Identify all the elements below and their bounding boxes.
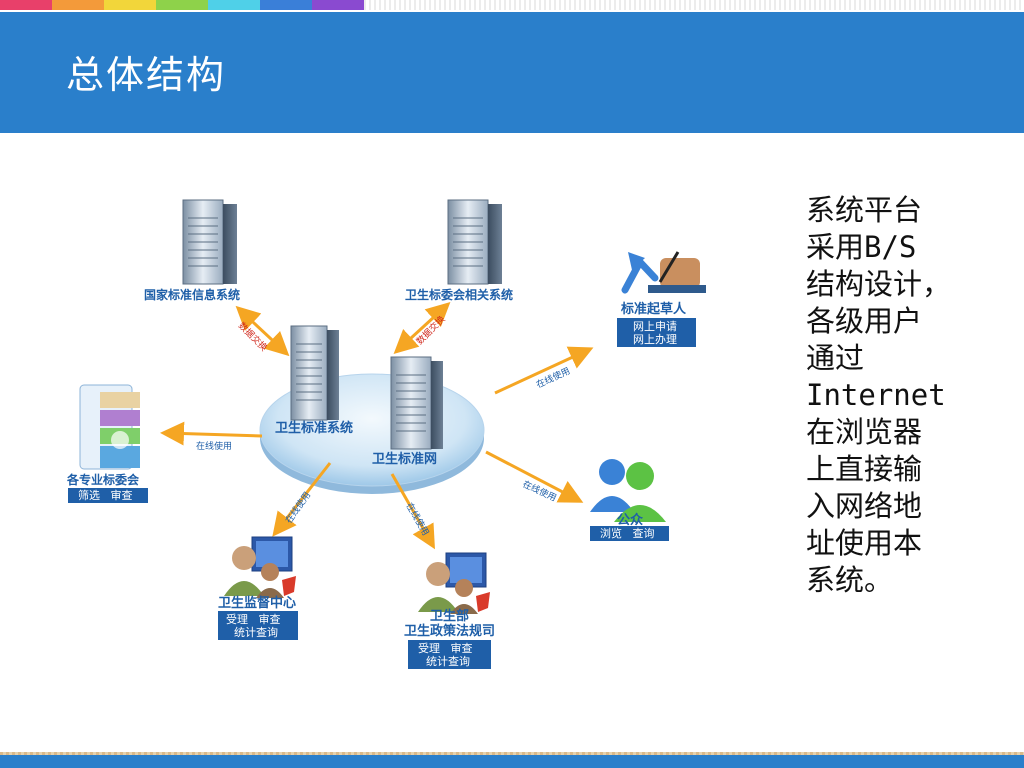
ministry-staff-icon — [418, 552, 490, 614]
description-line: 上直接输 — [806, 452, 923, 486]
svg-text:受理 审查: 受理 审查 — [418, 641, 473, 655]
strip-segment — [312, 0, 364, 10]
ministry-info-box: 受理 审查 统计查询 — [408, 640, 491, 669]
footer-bar — [0, 752, 1024, 768]
center-left-label: 卫生标准系统 — [275, 420, 353, 436]
public-label: 公众 — [617, 512, 643, 528]
svg-text:统计查询: 统计查询 — [234, 625, 278, 639]
header-banner — [0, 12, 1024, 133]
server-icon — [182, 199, 237, 285]
svg-text:网上申请: 网上申请 — [633, 320, 677, 333]
svg-text:受理 审查: 受理 审查 — [226, 612, 281, 626]
description-line: 系统平台 — [806, 193, 923, 227]
description-line: 址使用本 — [806, 526, 923, 560]
drafter-icon — [621, 251, 706, 294]
strip-segment — [156, 0, 208, 10]
svg-text:在线使用: 在线使用 — [196, 440, 232, 452]
strip-segment — [104, 0, 156, 10]
description-line: Internet — [806, 378, 946, 412]
committee-members-icon — [79, 384, 140, 470]
professional-info-box: 筛选 审查 — [68, 488, 148, 503]
national-system-label: 国家标准信息系统 — [144, 287, 240, 302]
svg-text:在线使用: 在线使用 — [283, 489, 313, 525]
svg-text:筛选 审查: 筛选 审查 — [78, 488, 133, 502]
strip-segment — [0, 0, 52, 10]
server-icon — [290, 325, 339, 421]
exchange-arrow-left: 数据交换 — [235, 305, 290, 357]
svg-text:在线使用: 在线使用 — [521, 478, 559, 504]
strip-segment — [364, 0, 1024, 10]
description-line: 在浏览器 — [806, 415, 923, 449]
strip-segment — [52, 0, 104, 10]
public-info-box: 浏览 查询 — [590, 526, 669, 541]
slide-title: 总体结构 — [66, 53, 227, 97]
professional-committee-label: 各专业标委会 — [66, 472, 140, 487]
supervision-label: 卫生监督中心 — [218, 595, 296, 611]
description-line: 采用B/S — [806, 230, 917, 264]
online-arrow-drafter: 在线使用 — [494, 346, 594, 395]
svg-text:统计查询: 统计查询 — [426, 654, 470, 668]
svg-text:在线使用: 在线使用 — [534, 365, 572, 391]
committee-system-label: 卫生标委会相关系统 — [405, 287, 513, 302]
svg-text:网上办理: 网上办理 — [633, 333, 677, 346]
footer-stripe — [0, 752, 1024, 755]
supervision-staff-icon — [224, 536, 296, 598]
description-line: 通过 — [806, 341, 865, 375]
svg-text:在线使用: 在线使用 — [403, 501, 431, 538]
strip-segment — [208, 0, 260, 10]
online-arrow-public: 在线使用 — [485, 450, 584, 504]
top-color-strip — [0, 0, 1024, 10]
public-users-icon — [590, 459, 666, 522]
supervision-info-box: 受理 审查 统计查询 — [218, 611, 298, 640]
strip-segment — [260, 0, 312, 10]
drafter-label: 标准起草人 — [620, 301, 687, 317]
description-line: 各级用户 — [806, 304, 923, 338]
description-line: 结构设计， — [806, 267, 952, 301]
ministry-label: 卫生部 — [430, 608, 469, 624]
drafter-info-box: 网上申请 网上办理 — [617, 318, 696, 347]
exchange-arrow-right: 数据交换 — [393, 301, 451, 355]
ministry-department-label: 卫生政策法规司 — [404, 623, 495, 639]
server-icon — [447, 199, 502, 285]
server-icon — [390, 356, 443, 450]
description-line: 入网络地 — [806, 489, 923, 523]
svg-text:数据交换: 数据交换 — [236, 320, 270, 354]
description-text: 系统平台 采用B/S 结构设计， 各级用户 通过 Internet 在浏览器 上… — [806, 192, 956, 599]
description-line: 系统。 — [806, 563, 894, 597]
svg-text:浏览 查询: 浏览 查询 — [600, 526, 655, 540]
online-arrow-committee: 在线使用 — [160, 421, 263, 452]
center-right-label: 卫生标准网 — [372, 451, 437, 467]
